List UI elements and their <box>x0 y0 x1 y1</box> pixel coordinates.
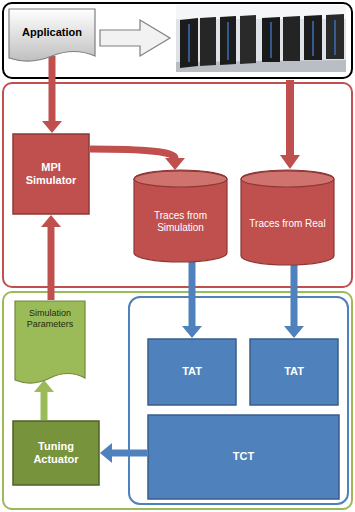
text-wrap: TAT <box>249 365 339 378</box>
node-label: TAT <box>253 365 335 378</box>
arrow-shaft <box>291 265 298 327</box>
node-label: Simulation Parameters <box>18 308 82 330</box>
red-flow-arrow <box>280 80 300 169</box>
cylinder-top <box>134 171 227 187</box>
arrow-head <box>165 158 185 170</box>
arrow-shaft <box>111 450 147 457</box>
actuator-box: Tuning Actuator <box>12 420 100 486</box>
arrow-head <box>182 326 202 338</box>
node-label: Traces from Simulation <box>137 210 224 234</box>
simulator-box: MPI Simulator <box>12 133 90 215</box>
node-label: Traces from Real <box>244 218 331 230</box>
flow-arrow <box>100 443 147 463</box>
text-wrap: Application <box>8 26 96 39</box>
node-label: TAT <box>151 365 233 378</box>
node-label: TCT <box>151 450 336 463</box>
flow-arrow <box>41 215 61 300</box>
box-outline <box>148 415 339 499</box>
text-wrap: MPI Simulator <box>12 161 90 187</box>
text-wrap: TAT <box>147 365 237 378</box>
box-outline <box>13 421 99 485</box>
application-document: Application <box>8 8 96 66</box>
arrow-shaft <box>41 391 48 420</box>
box-outline <box>13 134 89 214</box>
flow-arrow <box>42 56 62 133</box>
comparison-box: TCT <box>147 414 340 500</box>
arrow-shaft <box>189 262 196 327</box>
cylinder-body <box>134 170 227 262</box>
node-label: MPI Simulator <box>16 161 86 187</box>
grey-flow-arrow <box>100 20 170 56</box>
analysis-box: TAT <box>147 338 237 406</box>
trace-store: Traces from Real <box>240 170 335 265</box>
arrow-head <box>284 326 304 338</box>
text-wrap: Simulation Parameters <box>14 308 86 330</box>
arrow-head <box>42 121 62 133</box>
flow-arrow <box>90 149 185 170</box>
flow-arrow <box>284 265 304 338</box>
cylinder-body <box>241 170 334 265</box>
text-wrap: Traces from Simulation <box>133 210 228 234</box>
flow-arrow <box>182 262 202 338</box>
flow-arrow <box>34 380 54 420</box>
arrow-shaft <box>90 149 175 158</box>
trace-store: Traces from Simulation <box>133 170 228 262</box>
arrow-shaft <box>49 56 56 122</box>
parameters-document: Simulation Parameters <box>14 300 86 388</box>
text-wrap: TCT <box>147 450 340 463</box>
arrow-head <box>100 443 112 463</box>
arrow-shaft <box>48 226 55 300</box>
node-label: Tuning Actuator <box>16 440 96 466</box>
text-wrap: Traces from Real <box>240 218 335 230</box>
box-outline <box>148 339 236 405</box>
document-outline <box>9 9 95 61</box>
node-label: Application <box>12 26 92 39</box>
cylinder-top <box>241 171 334 187</box>
box-outline <box>250 339 338 405</box>
arrow-head <box>41 215 61 227</box>
document-outline <box>15 301 85 383</box>
text-wrap: Tuning Actuator <box>12 440 100 466</box>
supercomputer-picture <box>176 5 346 72</box>
analysis-box: TAT <box>249 338 339 406</box>
